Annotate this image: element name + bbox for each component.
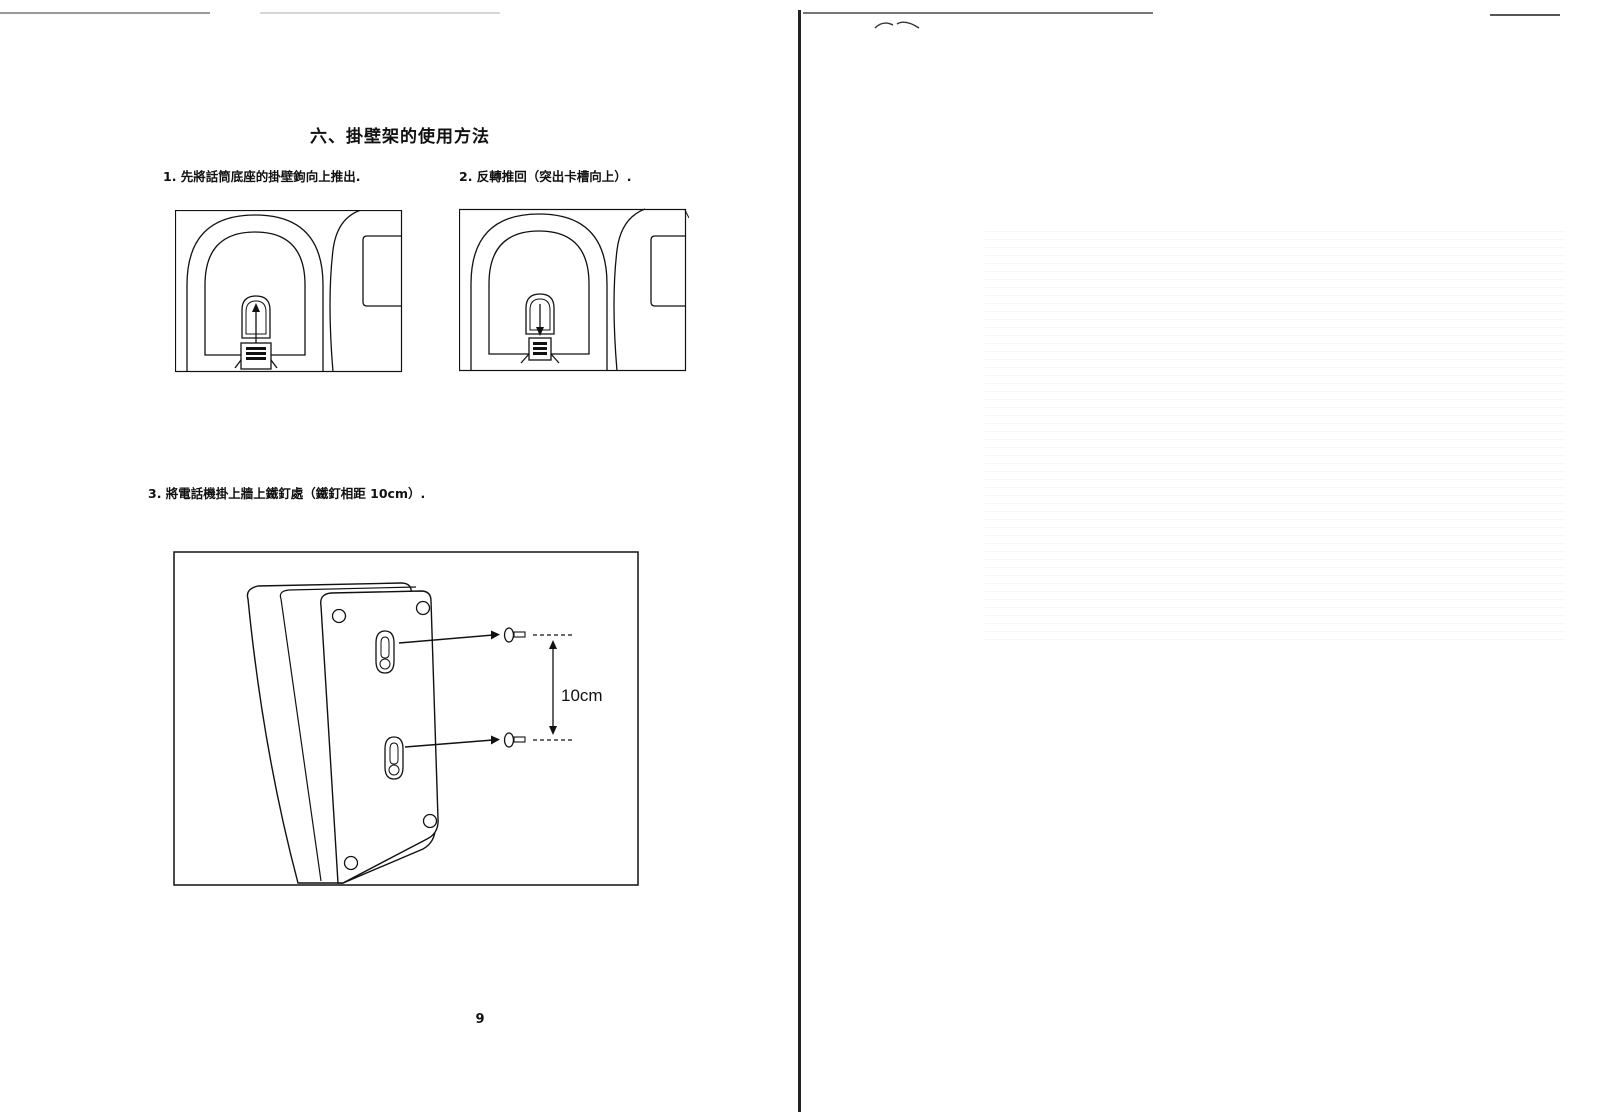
scan-artifact xyxy=(1490,14,1560,16)
bleed-through-mark xyxy=(874,21,920,29)
left-page: 六、掛壁架的使用方法 1. 先將話筒底座的掛壁鉤向上推出. 2. 反轉推回（突出… xyxy=(0,12,689,1027)
figure-1-push-hook-up xyxy=(175,210,403,373)
scan-artifact xyxy=(0,12,210,14)
figure-3-hang-on-wall-nails: 10cm xyxy=(173,551,639,886)
figure-2-reverse-push-back xyxy=(459,208,689,372)
step-3-text: 3. 將電話機掛上牆上鐵釘處（鐵釘相距 10cm）. xyxy=(148,486,426,501)
page-spread-divider xyxy=(798,10,801,1112)
right-page xyxy=(803,0,1600,1112)
bleed-through-text xyxy=(985,230,1565,640)
section-title: 六、掛壁架的使用方法 xyxy=(310,127,490,147)
scan-artifact xyxy=(803,12,1153,14)
step-2-text: 2. 反轉推回（突出卡槽向上）. xyxy=(459,169,632,184)
page-number: 9 xyxy=(475,1012,485,1027)
dimension-label: 10cm xyxy=(561,686,603,705)
scan-artifact xyxy=(260,12,500,14)
step-1-text: 1. 先將話筒底座的掛壁鉤向上推出. xyxy=(163,169,361,184)
